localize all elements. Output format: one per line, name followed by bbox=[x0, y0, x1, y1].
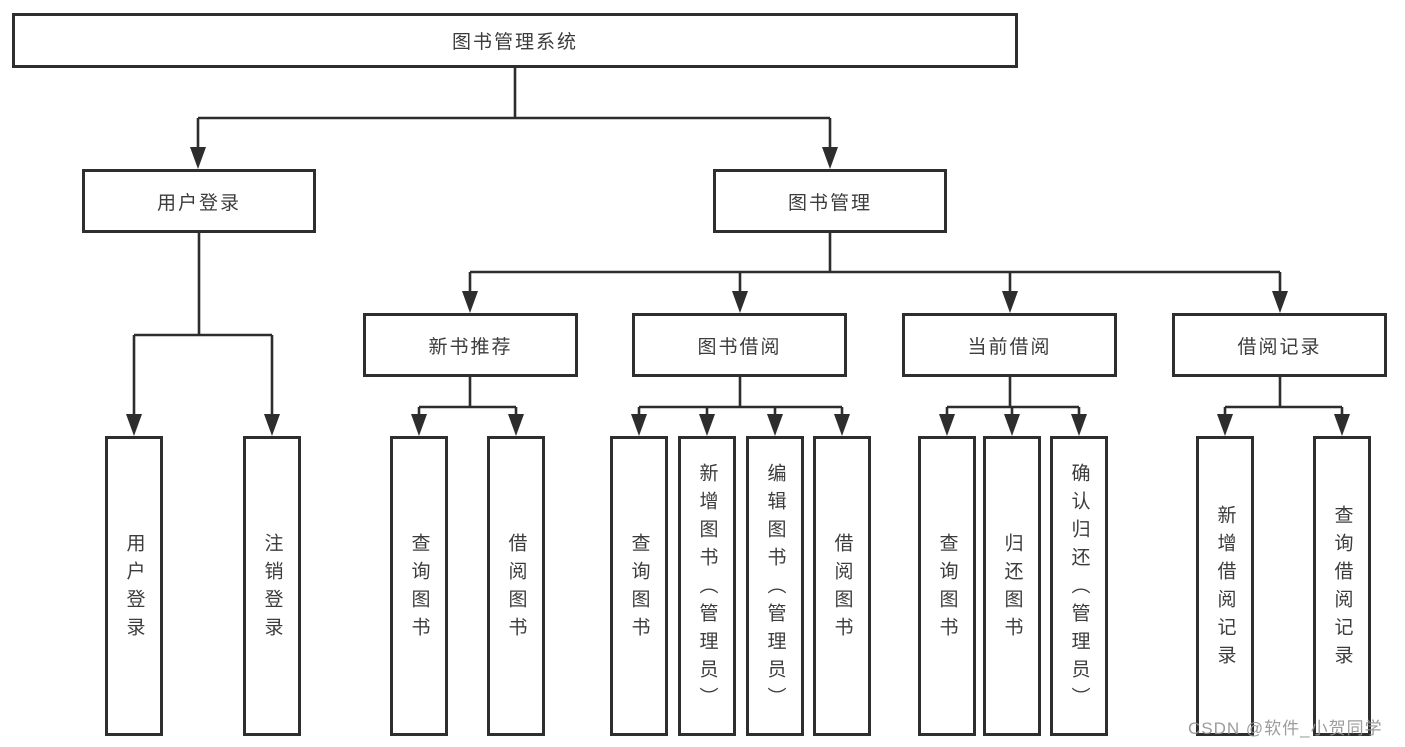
leaf-borrow-borrow-books: 借阅图书 bbox=[813, 436, 871, 736]
leaf-borrow-edit-books-admin: 编辑图书（管理员） bbox=[746, 436, 804, 736]
leaf-current-confirm-return-admin: 确认归还（管理员） bbox=[1050, 436, 1108, 736]
connector-login-branch bbox=[126, 233, 280, 436]
node-new-book-recommend: 新书推荐 bbox=[363, 313, 578, 377]
leaf-current-return-books: 归还图书 bbox=[983, 436, 1041, 736]
node-user-login: 用户登录 bbox=[82, 169, 316, 233]
leaf-newbook-borrow-books: 借阅图书 bbox=[487, 436, 545, 736]
leaf-newbook-query-books: 查询图书 bbox=[390, 436, 448, 736]
connector-borrow-branch bbox=[631, 377, 850, 436]
connector-current-branch bbox=[939, 377, 1087, 436]
node-root-system: 图书管理系统 bbox=[12, 13, 1018, 68]
node-book-management: 图书管理 bbox=[713, 169, 947, 233]
connector-newbook-branch bbox=[411, 377, 524, 436]
leaf-borrow-query-books: 查询图书 bbox=[610, 436, 668, 736]
leaf-current-query-books: 查询图书 bbox=[918, 436, 976, 736]
leaf-borrow-add-books-admin: 新增图书（管理员） bbox=[678, 436, 736, 736]
leaf-records-add-record: 新增借阅记录 bbox=[1196, 436, 1254, 736]
leaf-user-login: 用户登录 bbox=[105, 436, 163, 736]
node-borrow-records: 借阅记录 bbox=[1172, 313, 1387, 377]
leaf-logout: 注销登录 bbox=[243, 436, 301, 736]
csdn-watermark: CSDN @软件_小贺同学 bbox=[1188, 719, 1383, 738]
leaf-records-query-record: 查询借阅记录 bbox=[1313, 436, 1371, 736]
connector-management-branch bbox=[462, 233, 1288, 313]
connector-records-branch bbox=[1217, 377, 1350, 436]
node-current-borrow: 当前借阅 bbox=[902, 313, 1117, 377]
connector-root-branch bbox=[190, 68, 838, 169]
node-book-borrow: 图书借阅 bbox=[632, 313, 847, 377]
